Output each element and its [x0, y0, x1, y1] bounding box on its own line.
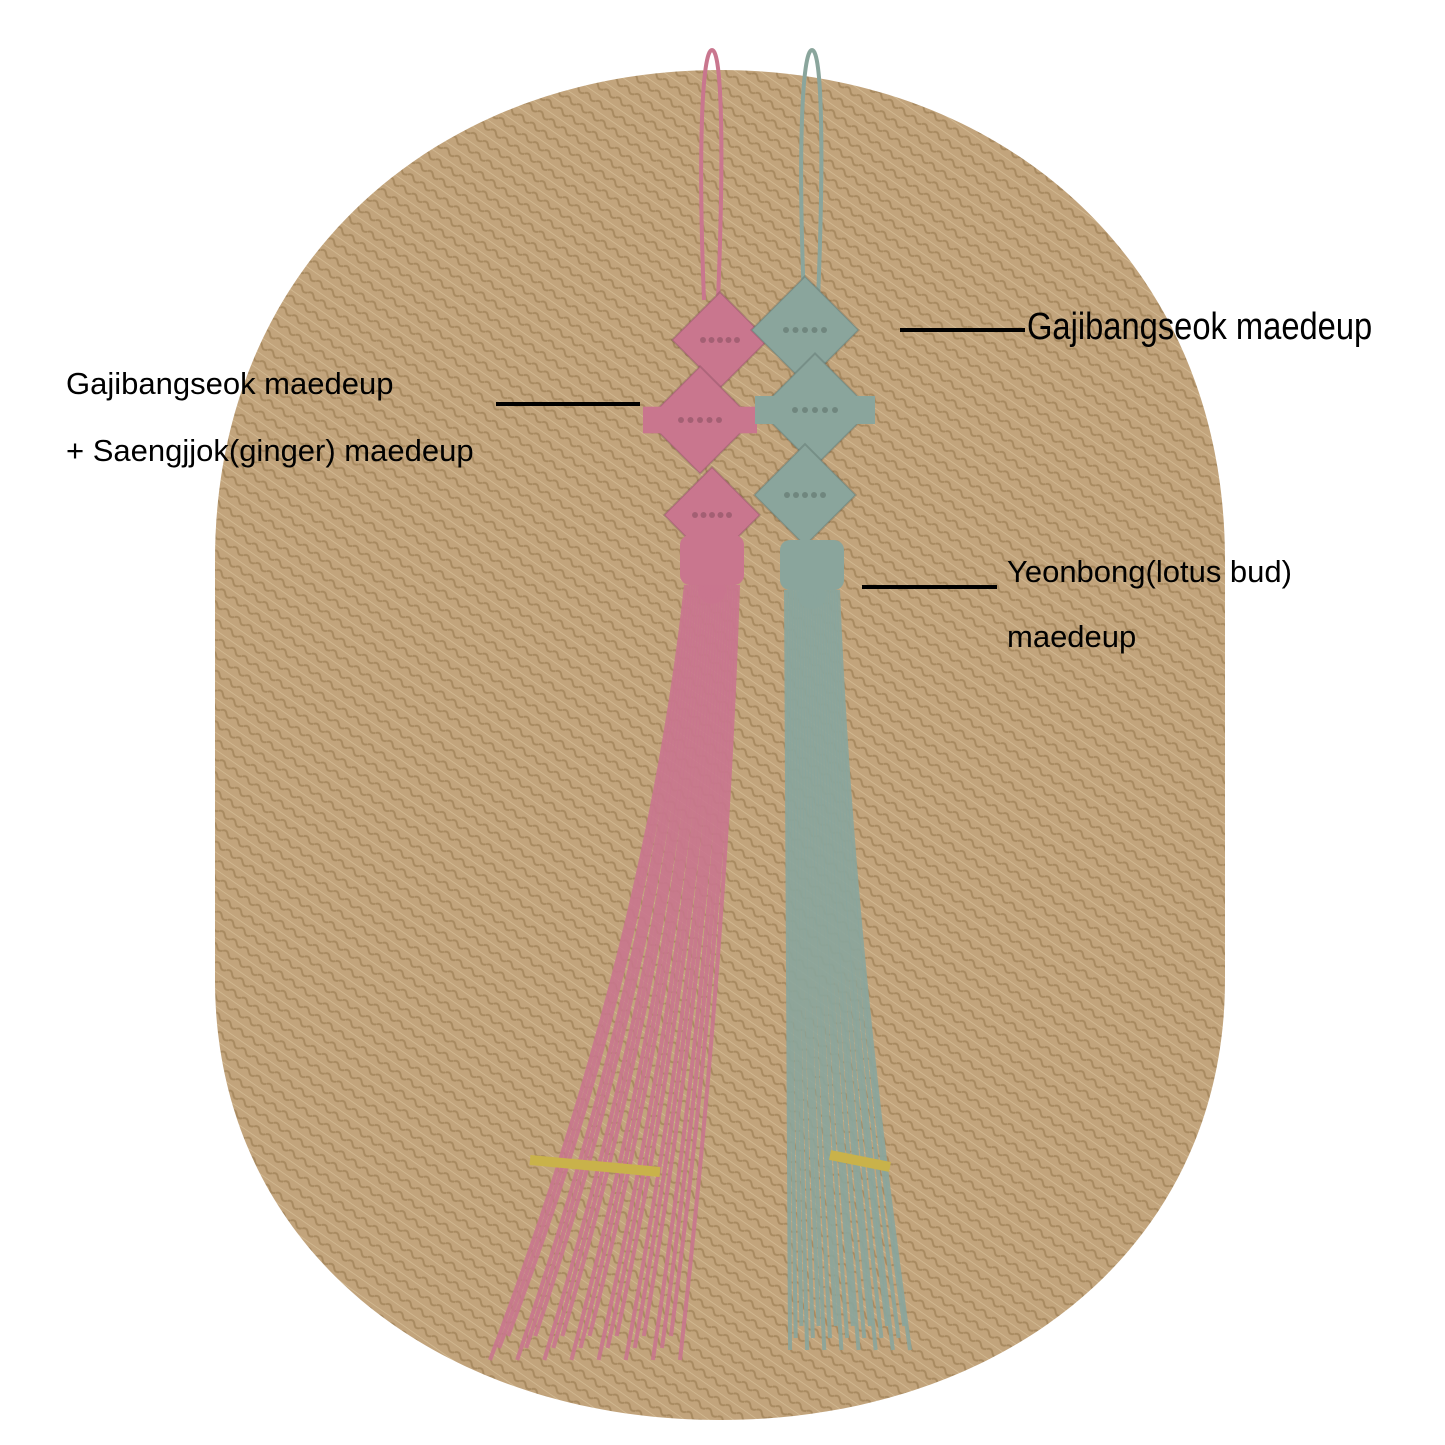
- teal-tassel: [749, 47, 912, 1351]
- label-left-knot: Gajibangseok maedeup: [66, 366, 394, 401]
- knot: [752, 442, 858, 548]
- label-right-top-knot: Gajibangseok maedeup: [1027, 306, 1373, 348]
- pink-tassel: [488, 47, 770, 1361]
- knot: [749, 274, 861, 386]
- knot: [670, 290, 770, 390]
- label-left-knot-line2: + Saengjjok(ginger) maedeup: [66, 433, 474, 468]
- pointer-lines: [496, 328, 1025, 589]
- label-lotus-bud-line2: maedeup: [1007, 619, 1137, 654]
- label-lotus-bud: Yeonbong(lotus bud): [1007, 554, 1292, 589]
